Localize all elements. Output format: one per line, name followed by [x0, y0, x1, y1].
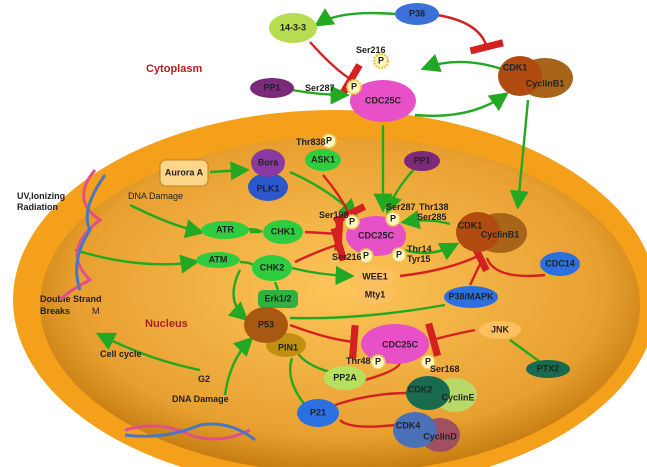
nucleus-interior	[40, 137, 640, 467]
uv-label-2: Radiation	[17, 202, 58, 212]
svg-text:WEE1: WEE1	[362, 271, 388, 281]
svg-text:CyclinB1: CyclinB1	[526, 78, 565, 88]
node-erk1-2[interactable]: Erk1/2	[258, 290, 298, 308]
svg-text:Thr838: Thr838	[296, 137, 326, 147]
svg-text:CDK1: CDK1	[458, 220, 483, 230]
svg-text:PP1: PP1	[413, 155, 430, 165]
node-p38-top[interactable]: P38	[395, 3, 439, 25]
svg-text:P38/MAPK: P38/MAPK	[448, 291, 494, 301]
node-cdc25c-cytoplasm[interactable]: CDC25C	[350, 80, 416, 122]
m-phase-label: M	[92, 306, 100, 316]
dsb-label-1: Double Strand	[40, 294, 102, 304]
svg-text:Ser285: Ser285	[417, 212, 447, 222]
edges	[74, 8, 546, 428]
svg-text:CDK1: CDK1	[503, 62, 528, 72]
node-chk1[interactable]: CHK1	[263, 220, 303, 244]
dna-damage-bottom: DNA Damage	[172, 394, 229, 404]
svg-text:Ser216: Ser216	[356, 45, 386, 55]
svg-text:P: P	[349, 216, 355, 226]
svg-text:CDC25C: CDC25C	[382, 339, 419, 349]
dna-helix-icon	[58, 169, 256, 442]
svg-text:JNK: JNK	[491, 324, 510, 334]
svg-text:Thr14: Thr14	[407, 244, 432, 254]
svg-text:P: P	[425, 356, 431, 366]
node-aurora-a[interactable]: Aurora A	[159, 159, 209, 187]
svg-text:Thr138: Thr138	[419, 202, 449, 212]
svg-text:P: P	[363, 250, 369, 260]
svg-text:P: P	[326, 135, 332, 145]
cell-cycle-label: Cell cycle	[100, 349, 142, 359]
nucleus-label: Nucleus	[145, 318, 188, 330]
node-cdc14[interactable]: CDC14	[540, 252, 580, 276]
node-ask1[interactable]: ASK1	[305, 149, 341, 171]
svg-text:Ser287: Ser287	[386, 202, 416, 212]
svg-text:CyclinB1: CyclinB1	[481, 229, 520, 239]
svg-text:CHK2: CHK2	[260, 262, 285, 272]
svg-text:P38: P38	[409, 8, 425, 18]
svg-text:PIN1: PIN1	[278, 342, 298, 352]
node-jnk[interactable]: JNK	[479, 321, 521, 339]
svg-text:ATR: ATR	[216, 224, 234, 234]
dna-damage-top: DNA Damage	[128, 191, 183, 201]
svg-text:ASK1: ASK1	[311, 154, 335, 164]
svg-text:CyclinD: CyclinD	[423, 431, 457, 441]
svg-text:14-3-3: 14-3-3	[280, 22, 306, 32]
svg-text:Bora: Bora	[258, 157, 279, 167]
svg-text:Ser216: Ser216	[332, 252, 362, 262]
node-ptx2[interactable]: PTX2	[526, 360, 570, 378]
node-pp1-cytoplasm[interactable]: PP1	[250, 78, 294, 98]
svg-text:CHK1: CHK1	[271, 226, 296, 236]
node-chk2[interactable]: CHK2	[252, 255, 292, 281]
node-pp2a[interactable]: PP2A	[324, 366, 366, 390]
phospho-sites: P Ser216 P Ser287 P Thr838 P Ser198 P Se…	[296, 45, 460, 374]
svg-text:P53: P53	[258, 319, 274, 329]
svg-text:P: P	[351, 81, 357, 91]
uv-label-1: UV,Ionizing	[17, 191, 65, 201]
dsb-label-2: Breaks	[40, 306, 70, 316]
svg-text:CyclinE: CyclinE	[441, 392, 474, 402]
cytoplasm-label: Cytoplasm	[146, 63, 202, 75]
svg-text:CDK4: CDK4	[396, 420, 421, 430]
svg-text:Ser198: Ser198	[319, 210, 349, 220]
svg-text:CDC14: CDC14	[545, 258, 575, 268]
node-cdc25c-lower[interactable]: CDC25C	[361, 324, 429, 364]
node-p21[interactable]: P21	[297, 399, 339, 427]
node-mty1[interactable]: Mty1	[355, 286, 395, 304]
svg-text:P: P	[375, 356, 381, 366]
svg-text:P: P	[396, 249, 402, 259]
node-14-3-3[interactable]: 14-3-3	[269, 13, 317, 43]
svg-text:P: P	[390, 213, 396, 223]
node-p38-mapk[interactable]: P38/MAPK	[444, 286, 498, 308]
svg-text:PP2A: PP2A	[333, 372, 357, 382]
svg-text:P: P	[378, 55, 384, 65]
svg-text:PP1: PP1	[263, 82, 280, 92]
svg-text:Ser287: Ser287	[305, 83, 335, 93]
g2-label: G2	[198, 374, 210, 384]
svg-text:Erk1/2: Erk1/2	[264, 293, 291, 303]
svg-text:CDC25C: CDC25C	[365, 95, 402, 105]
svg-text:CDC25C: CDC25C	[358, 230, 395, 240]
svg-text:PLK1: PLK1	[256, 183, 279, 193]
node-wee1[interactable]: WEE1	[354, 268, 396, 286]
svg-text:PTX2: PTX2	[537, 363, 560, 373]
svg-text:Aurora A: Aurora A	[165, 167, 204, 177]
svg-text:ATM: ATM	[209, 254, 228, 264]
svg-text:Thr48: Thr48	[346, 356, 371, 366]
node-atm[interactable]: ATM	[196, 252, 240, 268]
svg-text:P21: P21	[310, 407, 326, 417]
svg-text:CDK2: CDK2	[408, 384, 433, 394]
svg-text:Ser168: Ser168	[430, 364, 460, 374]
node-atr[interactable]: ATR	[201, 221, 249, 239]
node-pp1-nucleus[interactable]: PP1	[404, 151, 440, 171]
svg-text:Mty1: Mty1	[365, 289, 386, 299]
svg-text:Tyr15: Tyr15	[407, 254, 430, 264]
